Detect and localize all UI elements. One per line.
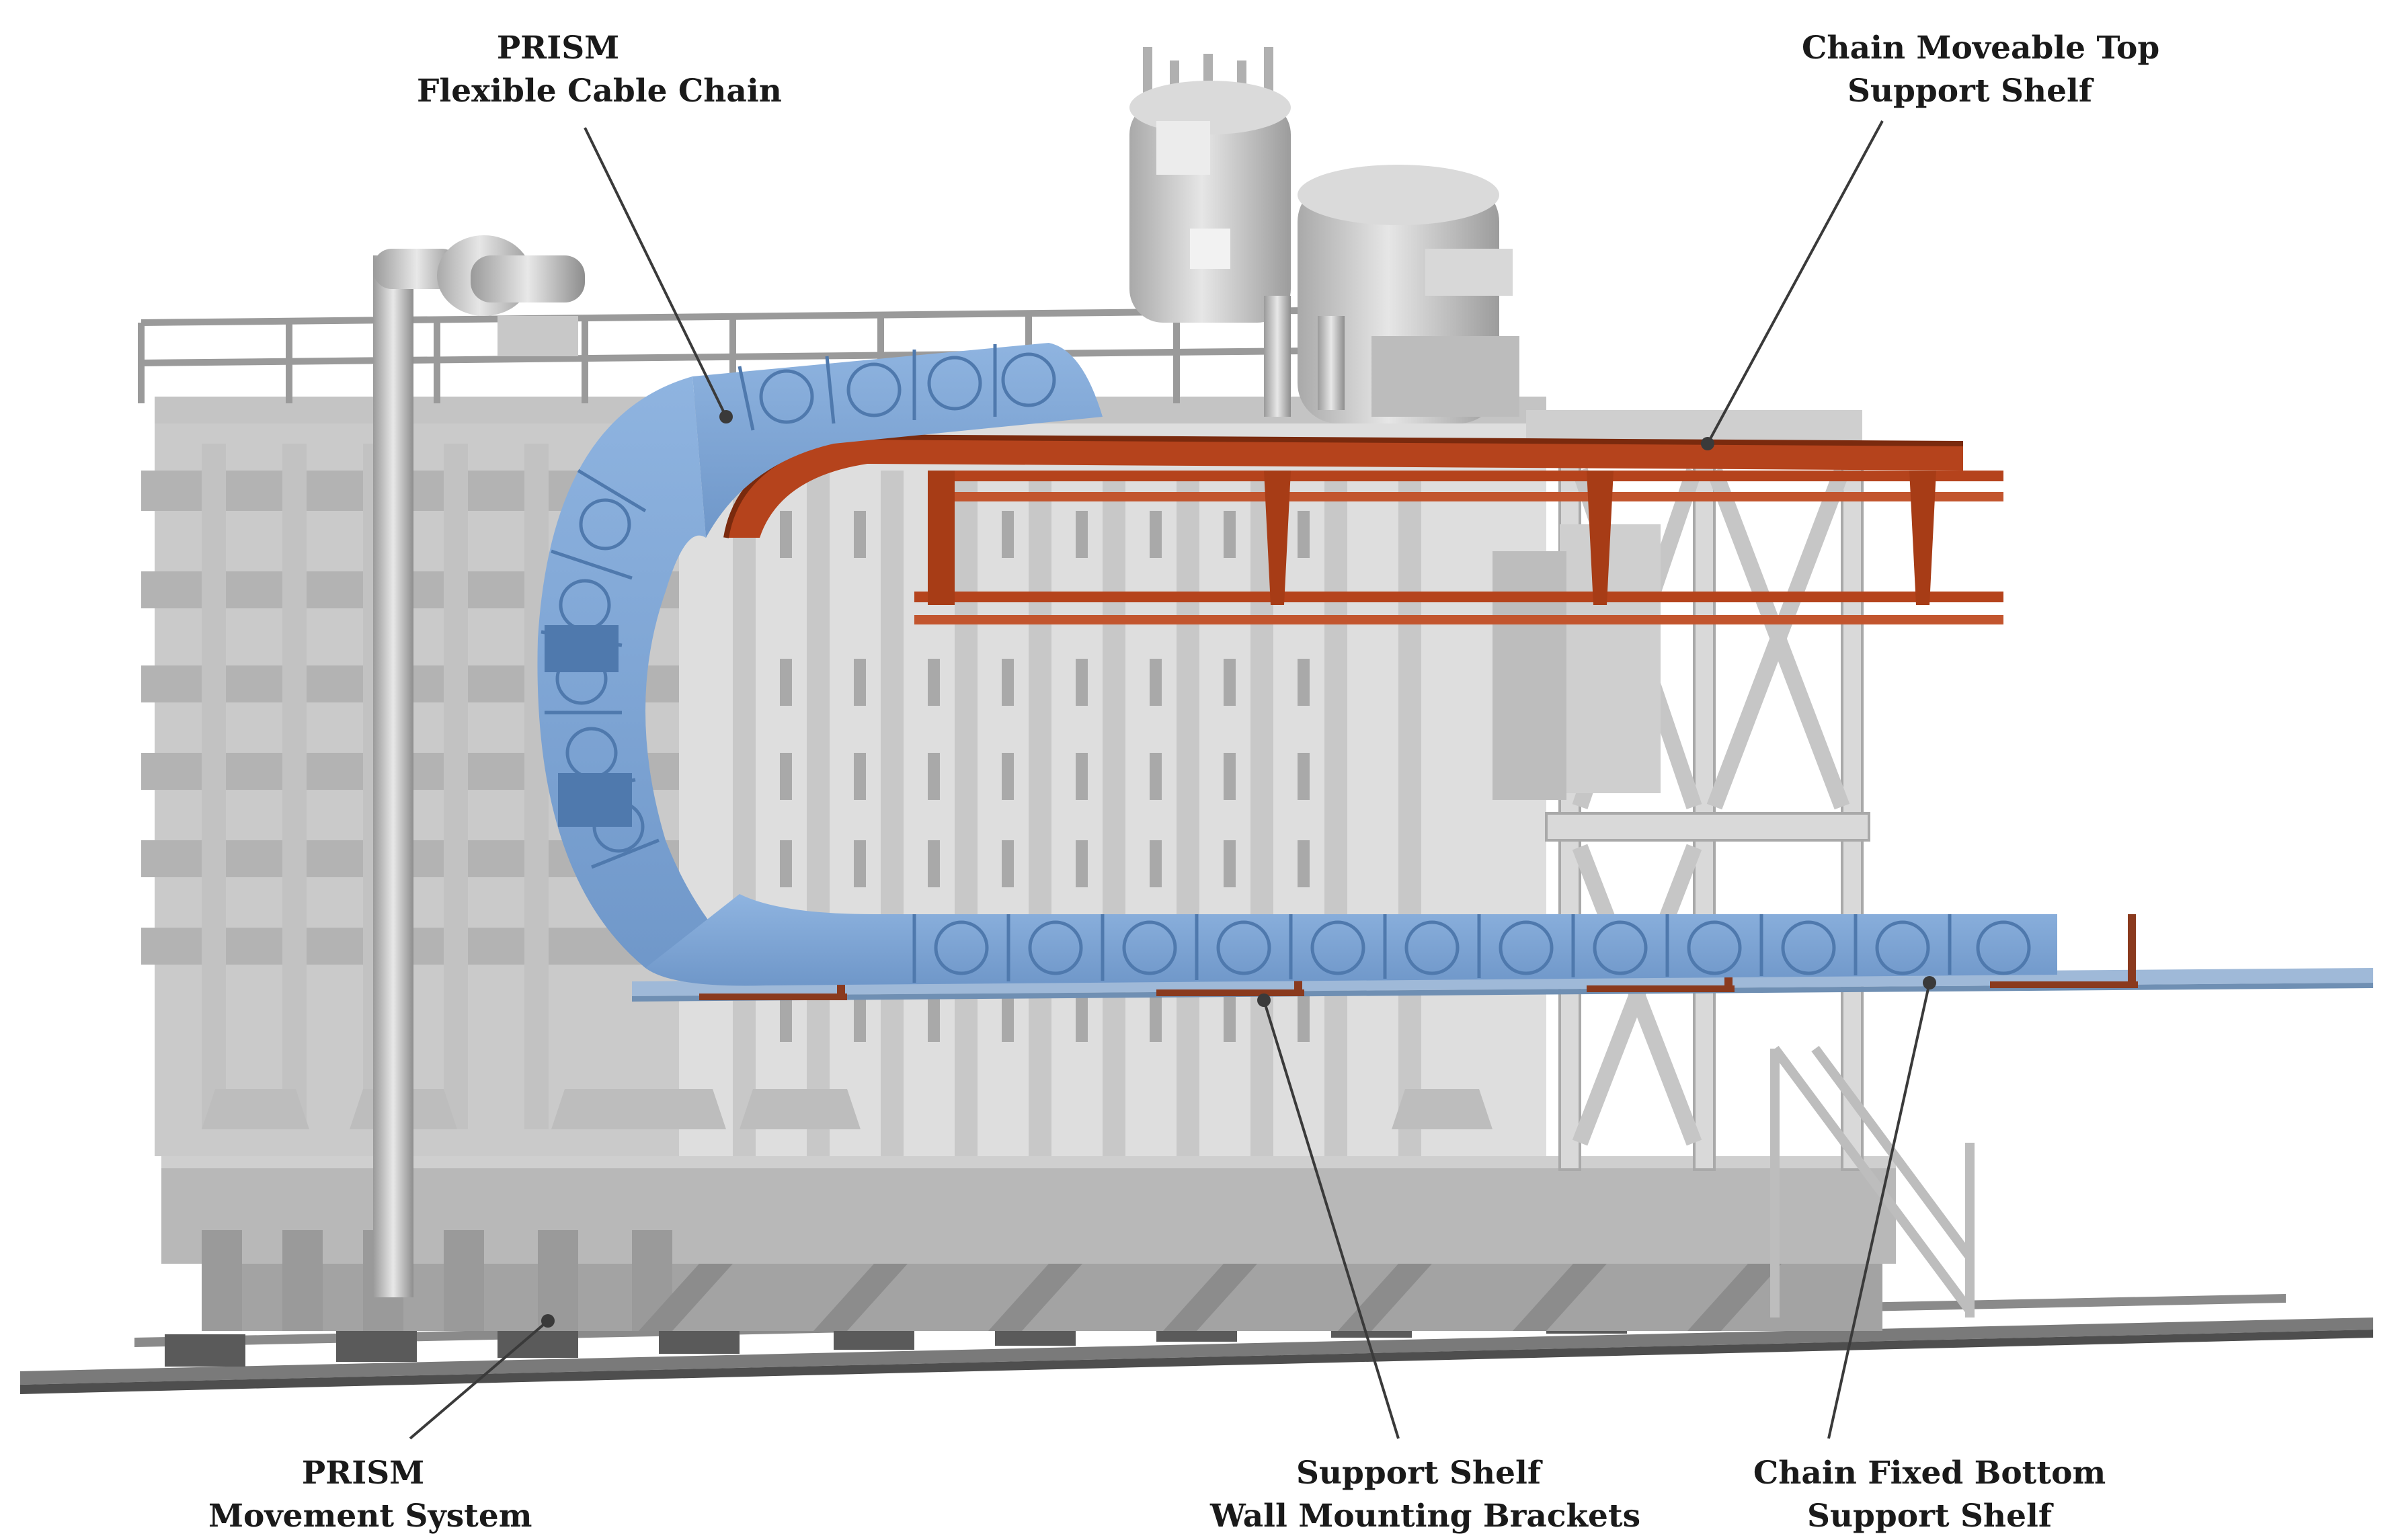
label-wall-mounting-brackets-line2: Wall Mounting Brackets — [1210, 1498, 1641, 1535]
label-bottom-support-shelf-line1: Chain Fixed Bottom — [1753, 1455, 2106, 1492]
label-wall-mounting-brackets: Support Shelf Wall Mounting Brackets — [1210, 1452, 1641, 1538]
label-flexible-cable-chain: PRISM Flexible Cable Chain — [417, 27, 782, 113]
label-top-support-shelf: Chain Moveable Top Support Shelf — [1802, 27, 2160, 113]
label-flexible-cable-chain-line1: PRISM — [496, 30, 620, 67]
vertical-pipe — [373, 235, 585, 1297]
flexible-cable-chain — [537, 343, 2057, 986]
label-movement-system-line2: Movement System — [208, 1498, 532, 1535]
chain-top-support-shelf — [723, 434, 2003, 624]
label-bottom-support-shelf: Chain Fixed Bottom Support Shelf — [1748, 1452, 2111, 1538]
leader-lines — [409, 120, 1936, 1440]
label-movement-system-line1: PRISM — [301, 1455, 425, 1492]
label-flexible-cable-chain-line2: Flexible Cable Chain — [417, 73, 782, 110]
label-top-support-shelf-line2: Support Shelf — [1847, 73, 2093, 110]
magnet-block — [141, 410, 1546, 1156]
label-wall-mounting-brackets-line1: Support Shelf — [1296, 1455, 1542, 1492]
base-platform — [161, 1156, 1896, 1331]
label-movement-system: PRISM Movement System — [208, 1452, 532, 1538]
steel-tower — [1492, 410, 1975, 1318]
label-bottom-support-shelf-line2: Support Shelf — [1806, 1498, 2053, 1535]
cryogenic-tanks — [1129, 47, 1519, 423]
label-top-support-shelf-line1: Chain Moveable Top — [1802, 30, 2160, 67]
